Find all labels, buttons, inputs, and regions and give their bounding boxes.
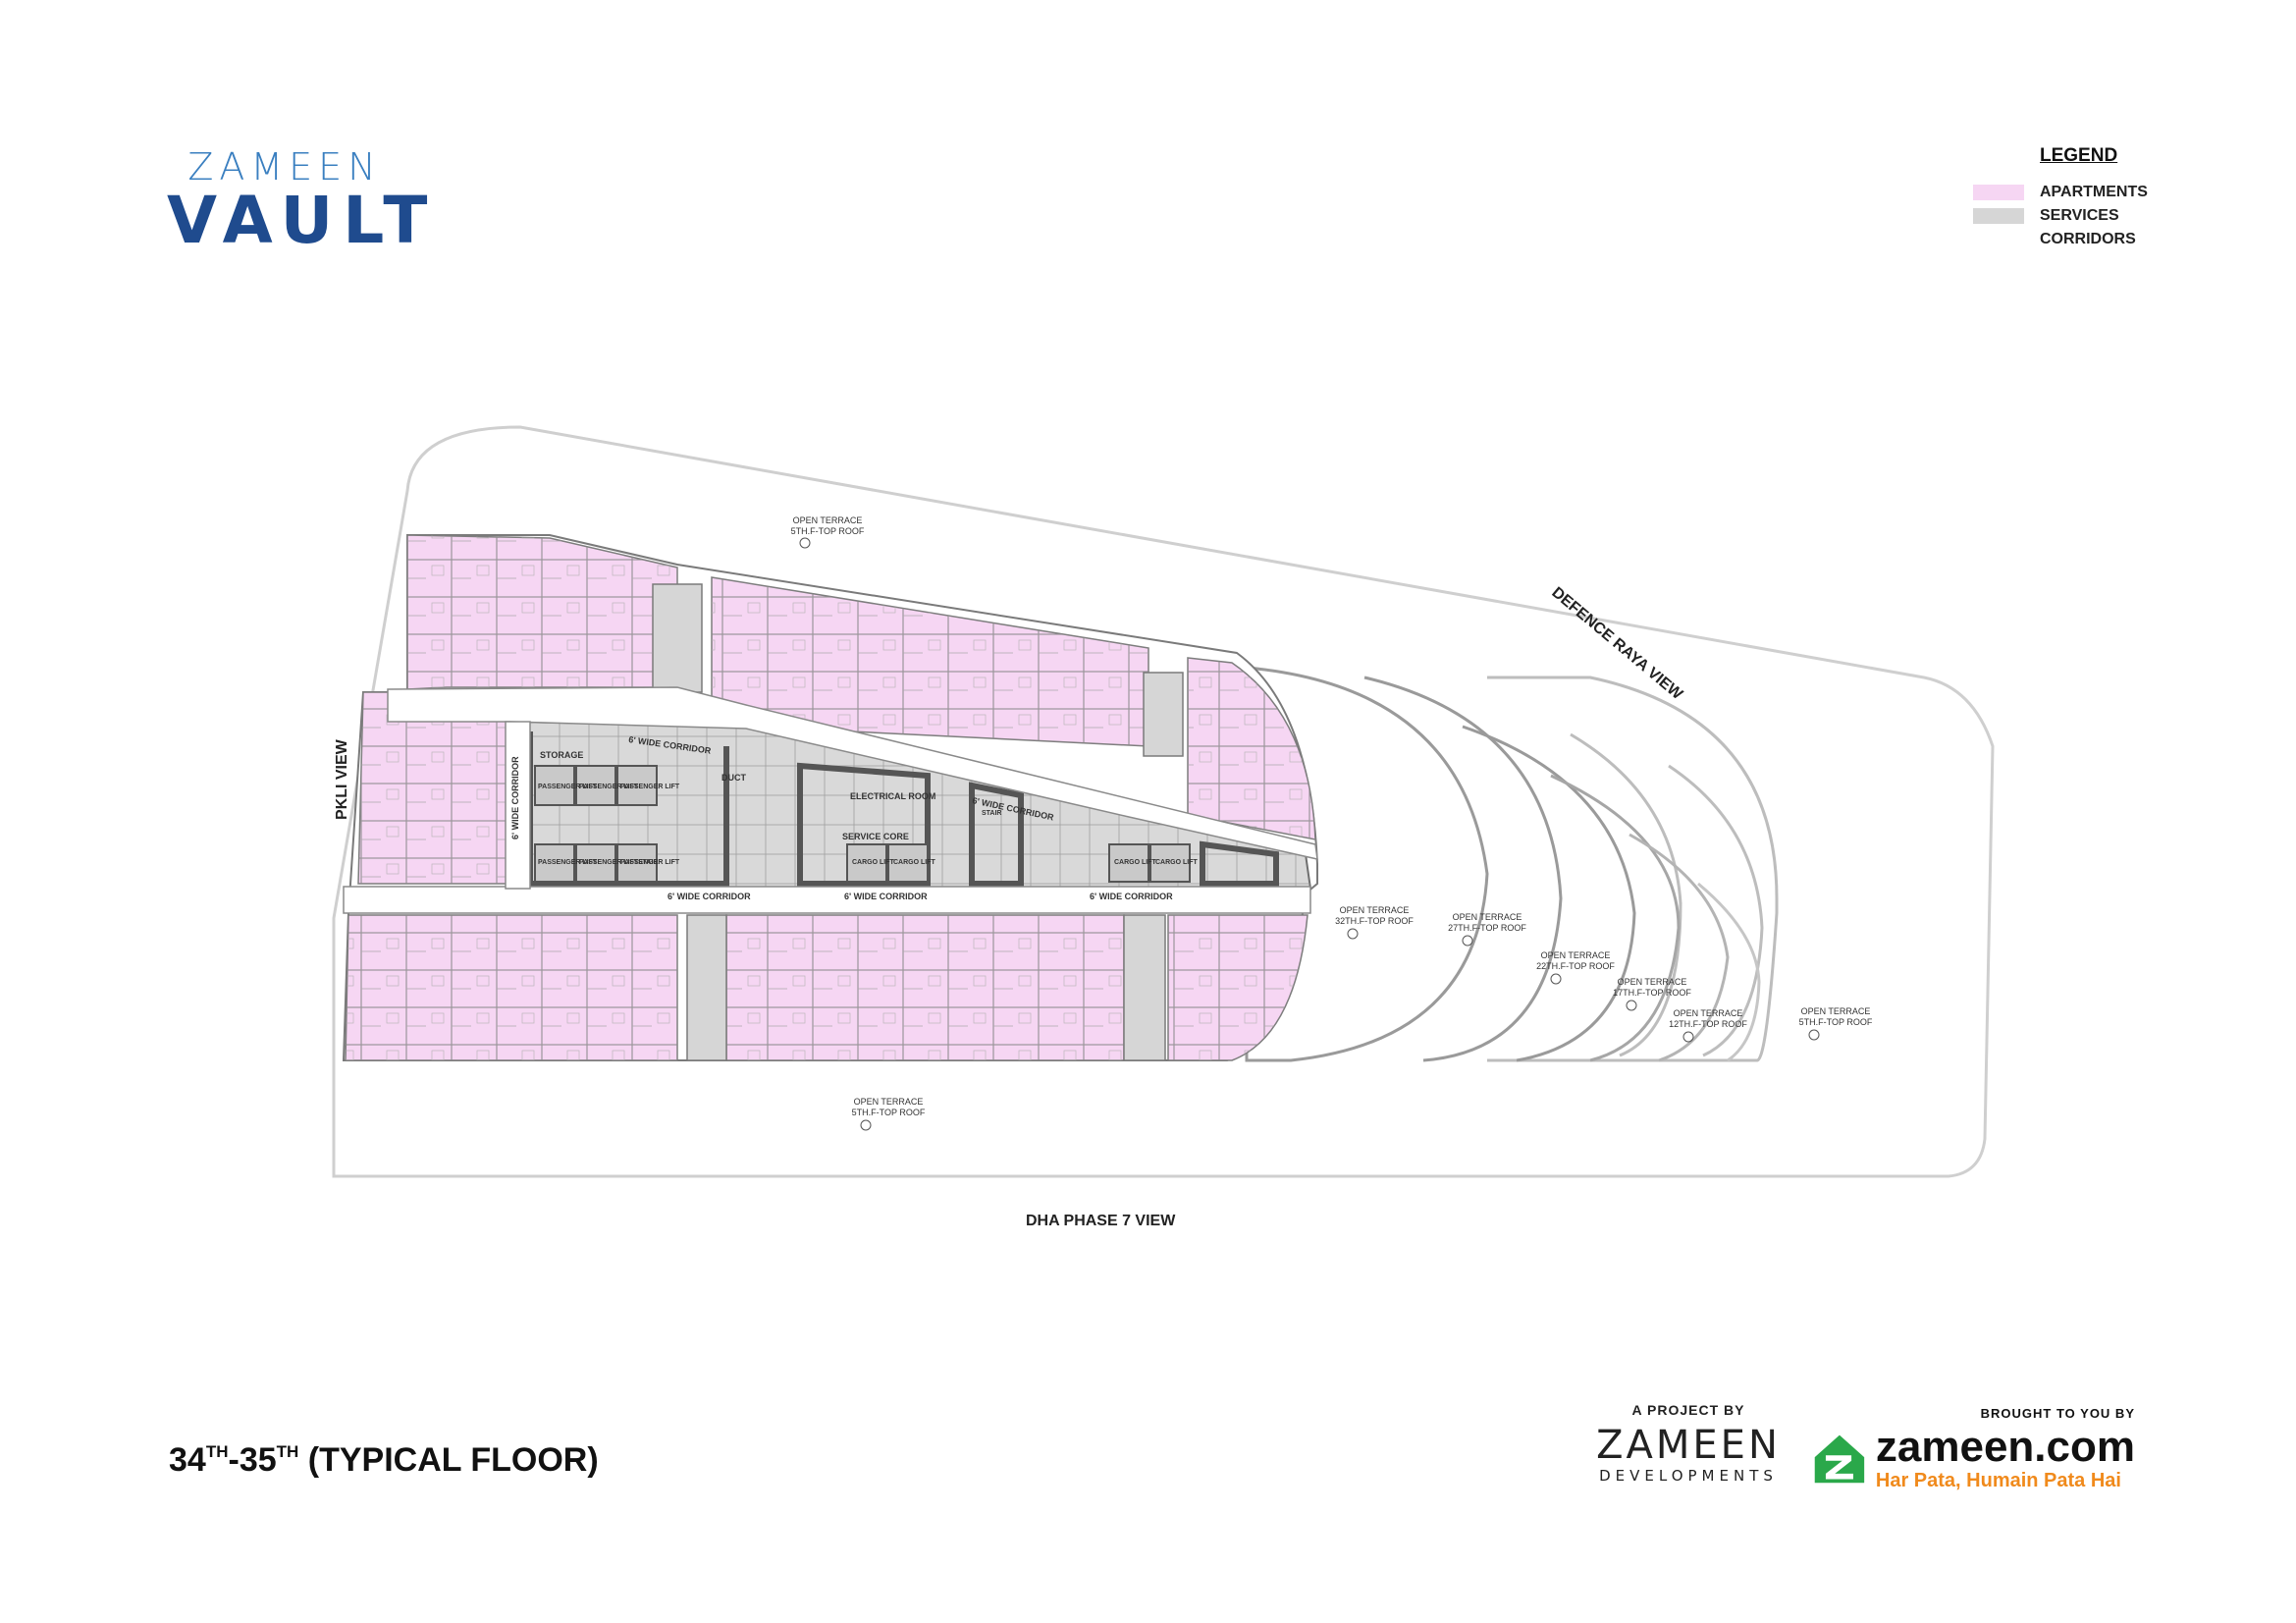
zameen-developments-logo-name: ZAMEEN — [1596, 1423, 1781, 1468]
terrace-label-12: OPEN TERRACE 12TH.F-TOP ROOF — [1669, 1008, 1747, 1043]
terrace-32 — [1245, 666, 1489, 1062]
svg-text:OPEN TERRACE: OPEN TERRACE — [1541, 950, 1611, 960]
terrace-label-top: OPEN TERRACE 5TH.F-TOP ROOF — [791, 515, 865, 549]
legend-title: LEGEND — [2040, 145, 2118, 166]
svg-text:22TH.F-TOP ROOF: 22TH.F-TOP ROOF — [1536, 961, 1615, 971]
svg-text:32TH.F-TOP ROOF: 32TH.F-TOP ROOF — [1335, 916, 1414, 926]
stair-label: STAIR — [638, 859, 658, 866]
terrace-label-22: OPEN TERRACE 22TH.F-TOP ROOF — [1536, 950, 1615, 985]
brought-by-block: BROUGHT TO YOU BY zameen.com Har Pata, H… — [1811, 1406, 2135, 1491]
legend-swatch-services — [1973, 208, 2024, 224]
corridor-label-bottom-3: 6' WIDE CORRIDOR — [1090, 892, 1173, 901]
floor-title: 34TH-35TH (TYPICAL FLOOR) — [169, 1441, 599, 1480]
zameen-vault-logo: ZAMEEN VAULT — [167, 145, 438, 258]
legend-item-corridors: CORRIDORS — [1973, 228, 2199, 251]
svg-text:OPEN TERRACE: OPEN TERRACE — [793, 515, 863, 525]
floor-number-2: 35 — [239, 1441, 277, 1479]
zameen-developments-logo-sub: DEVELOPMENTS — [1599, 1467, 1778, 1485]
svg-text:OPEN TERRACE: OPEN TERRACE — [854, 1097, 924, 1107]
cargo-lift-label: CARGO LIFT — [852, 859, 894, 866]
zameen-com-logo: zameen.com — [1875, 1423, 2135, 1471]
project-by-block: A PROJECT BY ZAMEEN DEVELOPMENTS — [1590, 1402, 1787, 1485]
legend-item-services: SERVICES — [1973, 204, 2199, 228]
svg-text:5TH.F-TOP ROOF: 5TH.F-TOP ROOF — [852, 1108, 926, 1117]
cargo-lift-label: CARGO LIFT — [1155, 859, 1198, 866]
svg-text:5TH.F-TOP ROOF: 5TH.F-TOP ROOF — [791, 526, 865, 536]
legend-label: SERVICES — [2040, 207, 2119, 224]
cargo-lift-label: CARGO LIFT — [1114, 859, 1156, 866]
svg-text:OPEN TERRACE: OPEN TERRACE — [1340, 905, 1410, 915]
corridor-label-left: 6' WIDE CORRIDOR — [510, 756, 520, 839]
terrace-label-32: OPEN TERRACE 32TH.F-TOP ROOF — [1335, 905, 1414, 940]
services-zones — [652, 583, 1184, 1061]
floor-number-1: 34 — [169, 1441, 206, 1479]
legend-label: APARTMENTS — [2040, 184, 2148, 200]
service-core-label: SERVICE CORE — [842, 832, 909, 841]
corridor-label-bottom-1: 6' WIDE CORRIDOR — [667, 892, 751, 901]
floor-suffix-1: TH — [205, 1442, 229, 1461]
svg-text:27TH.F-TOP ROOF: 27TH.F-TOP ROOF — [1448, 923, 1526, 933]
passenger-lift-label: PASSENGER LIFT — [579, 784, 639, 790]
legend-swatch-corridors — [1973, 232, 2024, 247]
cargo-lift-label: CARGO LIFT — [893, 859, 935, 866]
zameen-tagline: Har Pata, Humain Pata Hai — [1875, 1470, 2121, 1491]
legend-item-apartments: APARTMENTS — [1973, 181, 2199, 204]
passenger-lift-label: PASSENGER LIFT — [538, 859, 598, 866]
electrical-room-label: ELECTRICAL ROOM — [850, 791, 935, 801]
corridors — [343, 686, 1318, 914]
duct-label: DUCT — [721, 773, 746, 783]
floor-title-rest: (TYPICAL FLOOR) — [298, 1441, 599, 1479]
passenger-lift-label: PASSENGER LIFT — [620, 784, 680, 790]
room-grid — [346, 535, 1315, 1060]
passenger-lift-label: PASSENGER LIFT — [538, 784, 598, 790]
passenger-lift-label: PASSENGER LIFT — [620, 859, 680, 866]
terrace-label-bottom: OPEN TERRACE 5TH.F-TOP ROOF — [852, 1097, 926, 1131]
stair-label: STAIR — [982, 810, 1001, 817]
passenger-lift-label: PASSENGER LIFT — [579, 859, 639, 866]
view-label-dha: DHA PHASE 7 VIEW — [1026, 1213, 1176, 1229]
terrace-27 — [1363, 676, 1563, 1062]
logo-line-1: ZAMEEN — [187, 145, 382, 189]
terrace-17 — [1550, 774, 1681, 1062]
terrace-label-5-right: OPEN TERRACE 5TH.F-TOP ROOF — [1799, 1006, 1873, 1041]
svg-text:OPEN TERRACE: OPEN TERRACE — [1674, 1008, 1743, 1018]
brought-by-caption: BROUGHT TO YOU BY — [1980, 1406, 2135, 1421]
svg-text:OPEN TERRACE: OPEN TERRACE — [1618, 977, 1687, 987]
terrace-22 — [1462, 725, 1636, 1062]
svg-text:OPEN TERRACE: OPEN TERRACE — [1801, 1006, 1871, 1016]
floor-suffix-2: TH — [276, 1442, 299, 1461]
svg-text:12TH.F-TOP ROOF: 12TH.F-TOP ROOF — [1669, 1019, 1747, 1029]
terrace-12 — [1629, 833, 1730, 1062]
lift-boxes — [534, 765, 1191, 883]
terrace-5r — [1697, 882, 1761, 1062]
terrace-label-27: OPEN TERRACE 27TH.F-TOP ROOF — [1448, 912, 1526, 947]
corridor-label-bottom-2: 6' WIDE CORRIDOR — [844, 892, 928, 901]
logo-line-2: VAULT — [167, 183, 438, 258]
project-by-caption: A PROJECT BY — [1631, 1402, 1745, 1418]
terrace-labels: OPEN TERRACE 5TH.F-TOP ROOF OPEN TERRACE… — [791, 515, 1873, 1131]
terrace-label-17: OPEN TERRACE 17TH.F-TOP ROOF — [1613, 977, 1691, 1011]
legend-label: CORRIDORS — [2040, 231, 2136, 247]
floor-dash: - — [228, 1441, 240, 1479]
terrace-arcs — [1487, 676, 1779, 1062]
legend-swatch-apartments — [1973, 185, 2024, 200]
zameen-house-icon — [1814, 1434, 1865, 1484]
legend: LEGEND APARTMENTS SERVICES CORRIDORS — [1973, 145, 2199, 251]
svg-text:OPEN TERRACE: OPEN TERRACE — [1453, 912, 1522, 922]
svg-text:17TH.F-TOP ROOF: 17TH.F-TOP ROOF — [1613, 988, 1691, 998]
view-label-pkli: PKLI VIEW — [334, 738, 350, 820]
svg-text:5TH.F-TOP ROOF: 5TH.F-TOP ROOF — [1799, 1017, 1873, 1027]
storage-label: STORAGE — [540, 750, 583, 760]
